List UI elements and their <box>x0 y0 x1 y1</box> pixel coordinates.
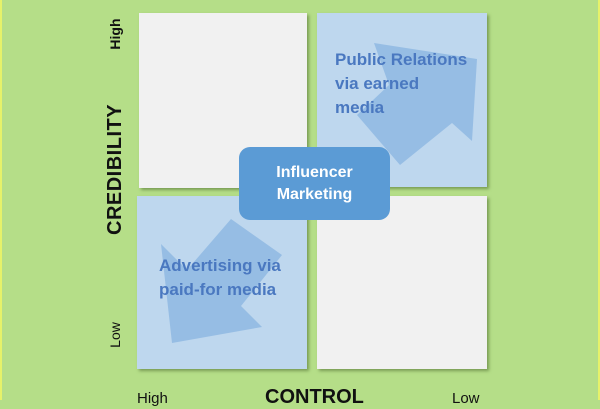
ad-line-2: paid-for media <box>159 280 277 299</box>
quadrant-bottom-right <box>317 196 487 369</box>
y-axis-title: CREDIBILITY <box>104 103 126 235</box>
right-edge <box>598 0 600 400</box>
pr-line-3: media <box>335 98 385 117</box>
pr-line-1: Public Relations <box>335 50 468 69</box>
center-line-2: Marketing <box>276 185 353 203</box>
y-axis-high-label: High <box>107 18 123 50</box>
arrow-up-right-icon <box>357 43 477 165</box>
ad-line-1: Advertising via <box>159 256 281 275</box>
x-axis-low-label: Low <box>452 390 480 407</box>
arrow-down-left-icon <box>161 219 282 343</box>
center-line-1: Influencer <box>276 163 353 181</box>
x-axis-high-label: High <box>137 390 168 407</box>
influencer-marketing-box: Influencer Marketing <box>239 147 390 220</box>
quadrant-bottom-left-text: Advertising via paid-for media <box>159 254 281 302</box>
y-axis-low-label: Low <box>107 322 123 348</box>
pr-line-2: via earned <box>335 74 420 93</box>
quadrant-top-right-text: Public Relations via earned media <box>335 48 467 120</box>
left-edge <box>0 0 2 400</box>
x-axis-title: CONTROL <box>265 386 364 408</box>
quadrant-bottom-left: Advertising via paid-for media <box>137 196 307 369</box>
